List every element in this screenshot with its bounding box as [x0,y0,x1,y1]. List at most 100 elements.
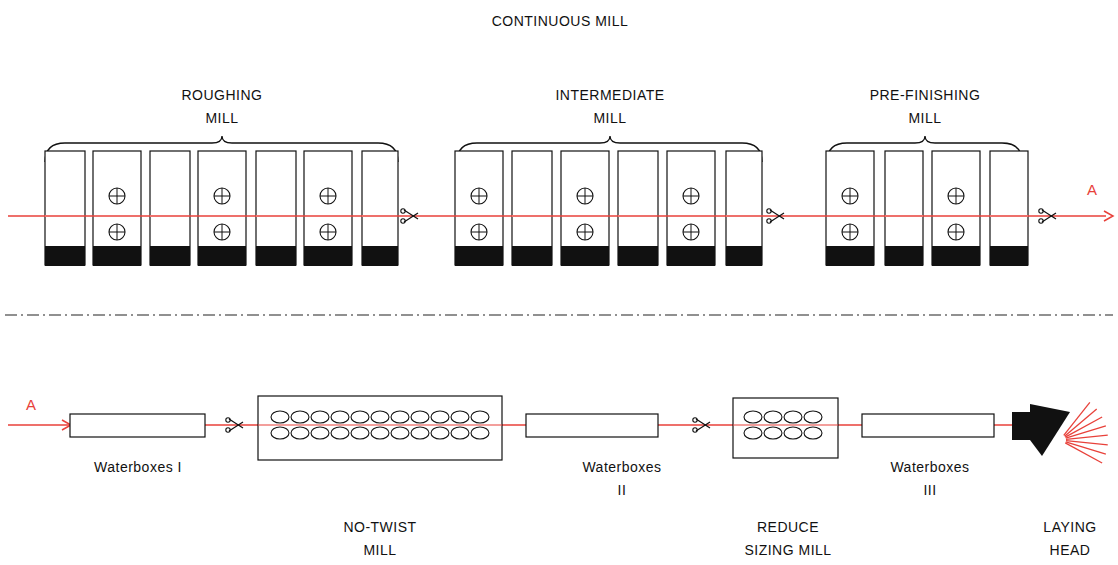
roll-cross [850,188,851,204]
waterbox [862,414,994,437]
roll-pair [784,411,802,423]
stand-base [512,246,552,266]
roll-pair [764,411,782,423]
stand-base [826,246,874,266]
roll-pair [351,427,369,439]
roll-cross [479,224,480,240]
mill-stand [198,151,246,265]
roll-cross [328,224,329,240]
roll-pair [311,427,329,439]
roll-symbol [471,188,487,204]
stand-base [667,246,715,266]
roll-cross [691,188,692,204]
roll-pair [271,427,289,439]
roll-symbol [214,188,230,204]
roll-pair [351,411,369,423]
arrow-head [1104,211,1113,221]
roll-cross [691,224,692,240]
roll-pair [311,411,329,423]
connector-mark: A [1087,178,1097,201]
stand-base [362,246,398,266]
mill-stand [826,151,874,265]
waterbox [70,414,205,437]
stand-base [256,246,296,266]
roll-pair [391,411,409,423]
roll-cross [117,188,118,204]
section-label: INTERMEDIATE MILL [555,84,664,130]
roll-cross [585,224,586,240]
mill-stand [304,151,352,265]
mill-stand [561,151,609,265]
mill-stand [256,151,296,265]
stand-base [304,246,352,266]
mill-stand [512,151,552,265]
equipment-label: NO-TWIST MILL [335,516,425,562]
roll-symbol [683,188,699,204]
roll-symbol [842,224,858,240]
mill-housing [733,398,838,458]
roll-cross [956,224,957,240]
section-label: PRE-FINISHING MILL [855,84,995,130]
roll-pair [764,427,782,439]
roll-symbol [109,224,125,240]
equipment-label: Waterboxes I [94,456,182,479]
rolling-line [258,424,502,425]
stand-base [885,246,923,266]
coil-ring [1065,417,1102,437]
mill-stand [455,151,503,265]
roll-cross [479,188,480,204]
roll-pair [411,411,429,423]
diagram-title: CONTINUOUS MILL [492,10,629,33]
stand-base [150,246,190,266]
roll-pair [804,411,822,423]
roll-pair [391,427,409,439]
roll-pair [371,427,389,439]
roll-pair [371,411,389,423]
roll-symbol [214,224,230,240]
stand-base [198,246,246,266]
section-separator [5,314,1113,315]
roll-cross [222,224,223,240]
section-label: ROUGHING MILL [182,84,263,130]
equipment-label: Waterboxes III [890,456,969,502]
roll-pair [331,411,349,423]
roll-symbol [948,188,964,204]
equipment-label: Waterboxes II [582,456,661,502]
mill-stand [618,151,658,265]
roll-cross [222,188,223,204]
mill-stand [990,151,1028,265]
equipment-label: REDUCE SIZING MILL [733,516,843,562]
roll-pair [411,427,429,439]
mill-stand [932,151,980,265]
roll-pair [471,411,489,423]
stand-base [990,246,1028,266]
mill-stand [885,151,923,265]
stand-base [726,246,762,266]
stand-base [455,246,503,266]
coil-ring [1066,435,1108,439]
stand-base [618,246,658,266]
roll-symbol [948,224,964,240]
mill-stand [93,151,141,265]
stand-base [561,246,609,266]
roll-cross [328,188,329,204]
connector-mark: A [26,393,36,416]
mill-housing [258,396,502,460]
roll-pair [744,427,762,439]
rolling-line [733,424,838,425]
roll-pair [291,411,309,423]
stand-base [45,246,85,266]
equipment-label: LAYING HEAD [1043,516,1096,562]
stand-base [932,246,980,266]
roll-symbol [471,224,487,240]
roll-pair [451,427,469,439]
waterbox [526,414,658,437]
roll-pair [784,427,802,439]
roll-cross [850,224,851,240]
roll-symbol [109,188,125,204]
roll-cross [585,188,586,204]
roll-pair [291,427,309,439]
roll-cross [956,188,957,204]
roll-symbol [577,224,593,240]
